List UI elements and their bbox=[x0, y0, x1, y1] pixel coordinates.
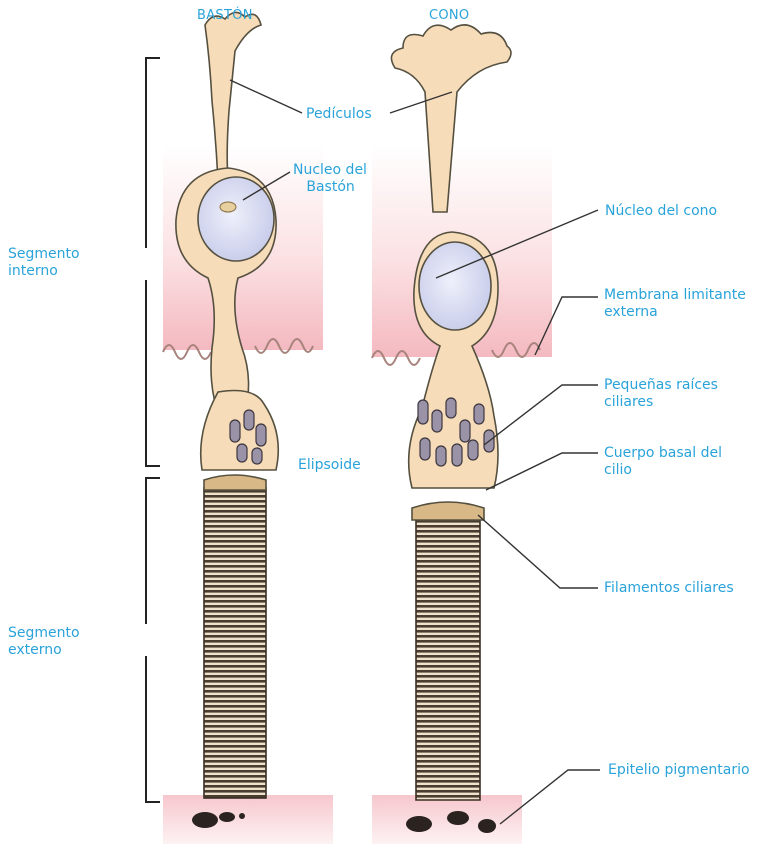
outer-segment-bracket bbox=[146, 478, 160, 802]
pigment-band-rod bbox=[163, 795, 333, 844]
rod-title: BASTÓN bbox=[197, 8, 253, 23]
cone-title: CONO bbox=[429, 8, 469, 23]
cone-cell bbox=[391, 25, 511, 800]
rod-nucleus-label: Nucleo del Bastón bbox=[293, 162, 367, 196]
cone-nucleus-label: Núcleo del cono bbox=[605, 203, 717, 220]
basal-body-label: Cuerpo basal del cilio bbox=[604, 445, 722, 479]
rod-cell bbox=[176, 12, 278, 798]
rod-outer-segment bbox=[204, 488, 266, 798]
pigment-epithelium-label: Epitelio pigmentario bbox=[608, 762, 750, 779]
ellipsoid-label: Elipsoide bbox=[298, 457, 361, 474]
cone-outer-segment bbox=[416, 518, 480, 800]
outer-segment-label: Segmento externo bbox=[8, 625, 80, 659]
cone-nucleus bbox=[419, 242, 491, 330]
ciliary-filaments-label: Filamentos ciliares bbox=[604, 580, 734, 597]
pigment-band-cone bbox=[372, 795, 522, 844]
rod-nucleus bbox=[198, 177, 274, 261]
ciliary-rootlets-label: Pequeñas raíces ciliares bbox=[604, 377, 718, 411]
outer-limiting-membrane-label: Membrana limitante externa bbox=[604, 287, 746, 321]
pedicles-label: Pedículos bbox=[306, 106, 372, 123]
inner-segment-label: Segmento interno bbox=[8, 246, 80, 280]
inner-segment-bracket bbox=[146, 58, 160, 466]
